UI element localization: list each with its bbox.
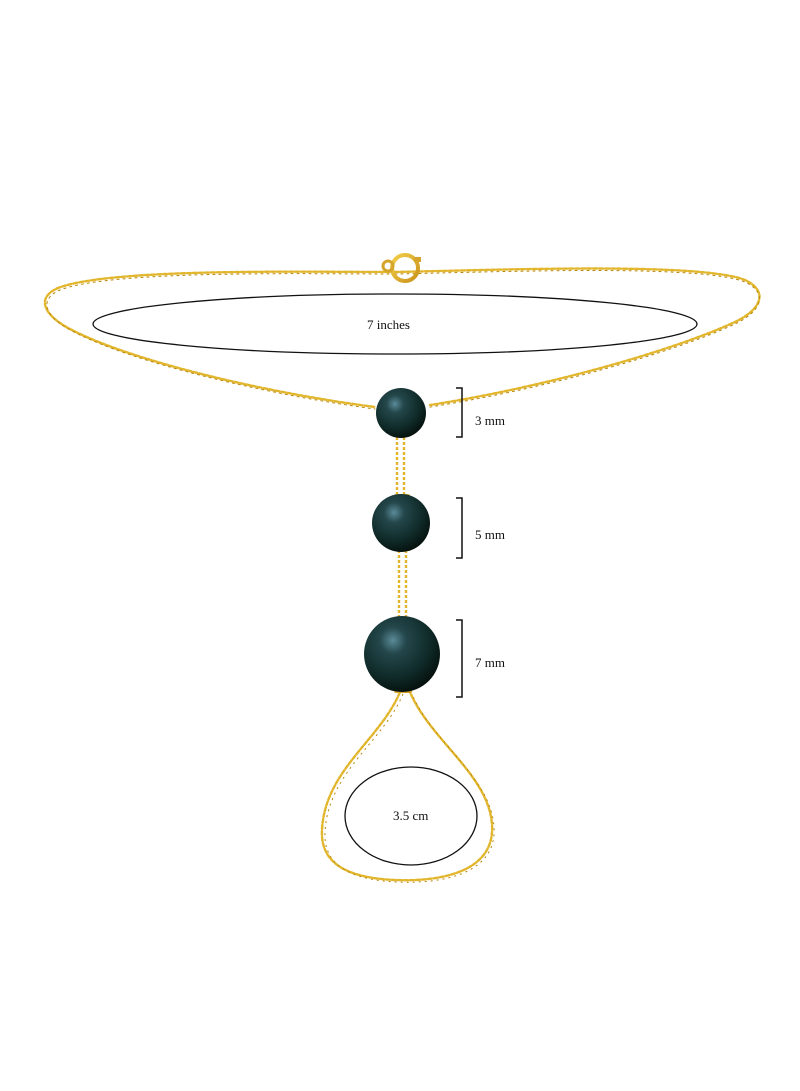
bracket-7mm	[456, 619, 463, 698]
pearl-medium-size-label: 5 mm	[475, 527, 505, 542]
pearl-medium	[372, 494, 430, 552]
pearl-small-size-label: 3 mm	[475, 413, 505, 428]
finger-ring-chain-shadow	[324, 693, 495, 883]
finger-ring-chain	[320, 690, 494, 882]
size-brackets	[456, 387, 463, 698]
wrist-length-label: 7 inches	[367, 317, 410, 332]
ring-diameter-label: 3.5 cm	[393, 808, 429, 823]
ring-measure-ellipse	[344, 766, 478, 866]
pearl-small	[376, 388, 426, 438]
bracket-3mm	[456, 387, 463, 438]
bracelet-chain-shadow	[46, 270, 760, 410]
clasp-icon	[381, 253, 421, 283]
drop-chain	[395, 432, 408, 622]
bracelet-chain	[43, 267, 761, 409]
pearl-large-size-label: 7 mm	[475, 655, 505, 670]
wrist-measure-ellipse	[92, 293, 698, 355]
bracket-5mm	[456, 497, 463, 559]
pearl-large	[364, 616, 440, 692]
